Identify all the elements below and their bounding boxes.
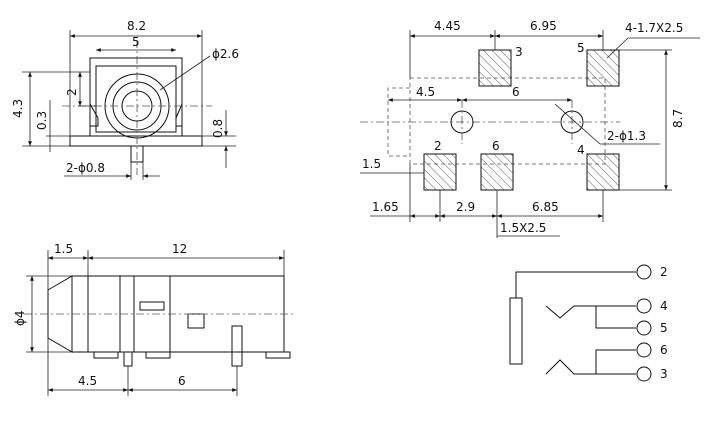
dim-pad-spacing-left: 4.45 [434, 19, 461, 33]
side-view: 1.5 12 ϕ4 4.5 6 [13, 242, 296, 396]
terminal-3 [636, 366, 652, 382]
dim-total-height: 4.3 [11, 99, 25, 118]
schematic-wire-4 [545, 305, 636, 319]
dim-bore-diameter: ϕ2.6 [212, 47, 239, 61]
dim-hole-spacing-left: 4.5 [416, 85, 435, 99]
dim-hole-spacing-right: 6 [512, 85, 520, 99]
dim-bottom-pad-size: 1.5X2.5 [500, 221, 546, 235]
dim-width: 8.2 [127, 19, 146, 33]
side-view-pad-1 [93, 351, 119, 359]
dim-pad-size: 4-1.7X2.5 [625, 21, 683, 35]
front-view-post [130, 145, 144, 163]
terminal-6 [636, 342, 652, 358]
dim-post-diameter: 2-ϕ0.8 [66, 161, 105, 175]
pad-2 [423, 153, 457, 191]
dim-pad-pitch-2: 6.85 [532, 200, 559, 214]
front-view: 8.2 5 ϕ2.6 4.3 0.3 2 0.8 2-ϕ0.8 [11, 19, 239, 180]
schematic-sleeve [509, 297, 523, 365]
dim-pad-spacing-right: 6.95 [530, 19, 557, 33]
side-view-slot [139, 301, 165, 311]
pad-6 [480, 153, 514, 191]
pad-4 [586, 153, 620, 191]
schematic-wire-5 [595, 306, 636, 329]
terminal-label-6: 6 [660, 343, 668, 357]
side-view-window [187, 313, 205, 329]
terminal-label-4: 4 [660, 299, 668, 313]
dim-row-offset: 1.5 [362, 157, 381, 171]
dim-footprint-height: 8.7 [671, 109, 685, 128]
pad-label-6: 6 [492, 139, 500, 153]
dim-pin-height: 0.8 [211, 119, 225, 138]
pad-label-5: 5 [577, 41, 585, 55]
terminal-5 [636, 320, 652, 336]
dim-front-length: 1.5 [54, 242, 73, 256]
terminal-2 [636, 264, 652, 280]
terminal-label-2: 2 [660, 265, 668, 279]
pad-5 [586, 49, 620, 87]
front-view-left-tab [89, 103, 99, 127]
dim-body-length: 12 [172, 242, 187, 256]
pad-label-3: 3 [515, 45, 523, 59]
dim-pin-spacing: 6 [178, 374, 186, 388]
dim-pin-offset: 4.5 [78, 374, 97, 388]
dim-hole-diameter: 2-ϕ1.3 [607, 129, 646, 143]
front-view-inner [95, 65, 177, 133]
pad-label-4: 4 [577, 143, 585, 157]
schematic-wire-3 [545, 359, 636, 375]
dim-pad-pitch-1: 2.9 [456, 200, 475, 214]
terminal-4 [636, 298, 652, 314]
dim-offset-top: 2 [65, 88, 79, 96]
side-view-pin-2 [231, 325, 243, 367]
dim-edge-offset: 1.65 [372, 200, 399, 214]
dim-small-offset: 0.3 [35, 111, 49, 130]
side-view-pad-3 [265, 351, 291, 359]
schematic-wire-6 [595, 349, 636, 374]
front-view-right-tab [175, 103, 183, 127]
side-view-pad-2 [145, 351, 171, 359]
side-view-pin-1 [123, 351, 133, 367]
pad-label-2: 2 [434, 139, 442, 153]
schematic: 2 4 5 6 3 [509, 264, 668, 382]
dim-inner-width: 5 [132, 35, 140, 49]
terminal-label-5: 5 [660, 321, 668, 335]
terminal-label-3: 3 [660, 367, 668, 381]
schematic-wire-2 [515, 271, 636, 298]
pad-3 [478, 49, 512, 87]
footprint-view: 3 5 2 6 4 4.45 6.95 4-1.7X2.5 4.5 6 2-ϕ1… [360, 19, 700, 238]
dim-side-diameter: ϕ4 [13, 310, 27, 326]
